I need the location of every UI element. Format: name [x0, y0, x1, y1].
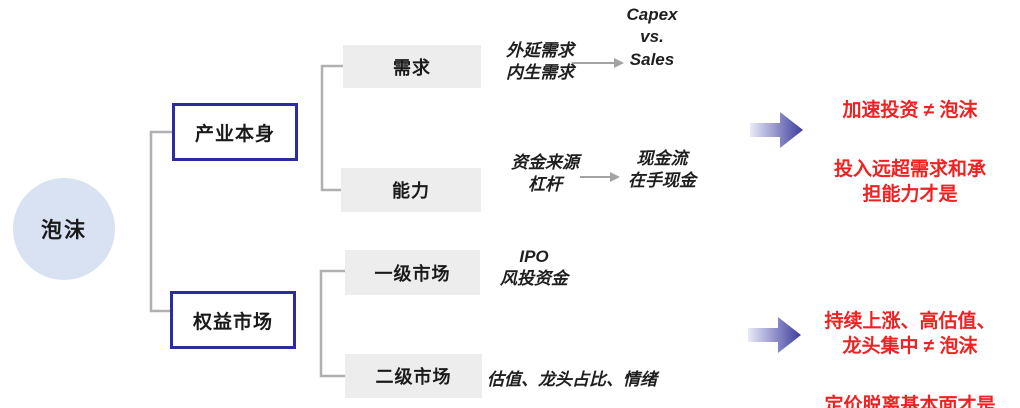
note-demand-sources: 外延需求 内生需求 — [506, 41, 574, 83]
conclusion-equity-headline: 持续上涨、高估值、 龙头集中 ≠ 泡沫 — [824, 311, 996, 358]
leaf-secondary-market: 二级市场 — [345, 354, 482, 398]
leaf-primary-market-label: 一级市场 — [374, 263, 451, 284]
root-node-label: 泡沫 — [41, 219, 87, 242]
big-arrow-industry-icon — [750, 112, 803, 148]
bracket-root-to-branches — [149, 130, 172, 313]
note-funding-leverage: 资金来源 杠杆 — [511, 153, 579, 195]
leaf-demand: 需求 — [343, 45, 481, 88]
branch-equity-market-label: 权益市场 — [192, 311, 273, 333]
note-valuation-sentiment: 估值、龙头占比、情绪 — [487, 370, 657, 389]
conclusion-industry-body: 投入远超需求和承 担能力才是 — [833, 159, 986, 205]
branch-industry: 产业本身 — [172, 103, 298, 161]
note-capex-vs-sales: Capex vs. Sales — [626, 5, 678, 69]
note-ipo-venture: IPO 风投资金 — [500, 247, 568, 289]
leaf-demand-label: 需求 — [393, 57, 431, 78]
conclusion-industry: 加速投资 ≠ 泡沫 投入远超需求和承 担能力才是 — [815, 80, 1005, 225]
bracket-equity-to-leaves — [319, 269, 345, 378]
conclusion-equity: 持续上涨、高估值、 龙头集中 ≠ 泡沫 定价脱离基本面才是 — [808, 291, 1012, 408]
bracket-industry-to-leaves — [320, 64, 343, 192]
note-cashflow: 现金流 在手现金 — [628, 149, 696, 191]
leaf-ability: 能力 — [341, 168, 481, 212]
conclusion-equity-body: 定价脱离基本面才是 — [824, 395, 996, 408]
conclusion-industry-headline: 加速投资 ≠ 泡沫 — [842, 100, 978, 121]
branch-equity-market: 权益市场 — [170, 291, 296, 349]
leaf-secondary-market-label: 二级市场 — [375, 367, 452, 387]
branch-industry-label: 产业本身 — [194, 123, 275, 145]
big-arrow-equity-icon — [748, 317, 801, 353]
leaf-ability-label: 能力 — [392, 181, 430, 201]
thin-arrow-ability-icon — [580, 172, 620, 182]
leaf-primary-market: 一级市场 — [345, 250, 480, 295]
root-node-bubble: 泡沫 — [13, 178, 115, 280]
thin-arrow-demand-icon — [572, 58, 624, 68]
